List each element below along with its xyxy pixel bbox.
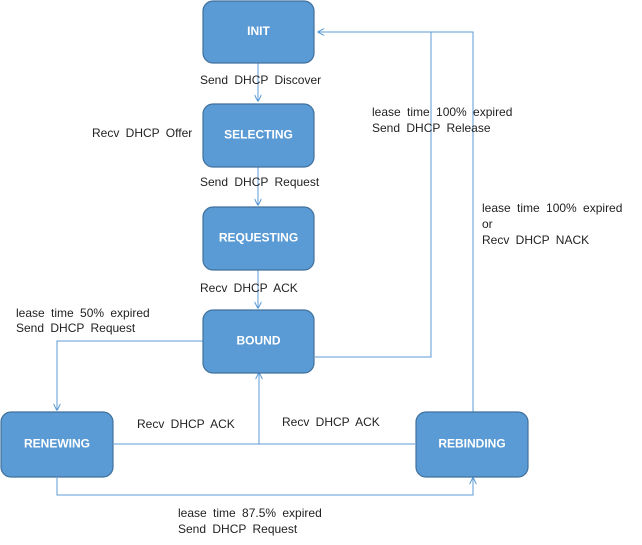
label-bound-to-renewing-line1: lease time 50% expired bbox=[16, 306, 150, 320]
edge-labels: Send DHCP Discover Recv DHCP Offer Send … bbox=[16, 73, 622, 536]
label-rebinding-to-init-line2: or bbox=[482, 217, 493, 231]
edge-renewing-to-rebinding bbox=[56, 478, 473, 496]
state-bound: BOUND bbox=[202, 309, 315, 374]
label-rebinding-to-init-line3: Recv DHCP NACK bbox=[482, 233, 589, 247]
state-init-label: INIT bbox=[247, 24, 270, 38]
label-bound-to-renewing-line2: Send DHCP Request bbox=[16, 321, 136, 335]
state-rebinding: REBINDING bbox=[415, 411, 529, 478]
label-recv-offer: Recv DHCP Offer bbox=[92, 126, 192, 140]
label-rebinding-to-init-line1: lease time 100% expired bbox=[482, 201, 622, 215]
state-renewing-label: RENEWING bbox=[24, 437, 90, 451]
state-requesting-label: REQUESTING bbox=[219, 231, 298, 245]
label-renewing-recv-ack: Recv DHCP ACK bbox=[137, 417, 235, 431]
label-send-discover: Send DHCP Discover bbox=[200, 73, 321, 87]
edge-bound-to-init bbox=[315, 32, 432, 358]
state-selecting: SELECTING bbox=[202, 103, 315, 168]
edges bbox=[56, 31, 474, 496]
label-renewing-to-rebinding-line2: Send DHCP Request bbox=[178, 522, 298, 536]
edge-rebinding-to-init bbox=[431, 31, 474, 412]
state-selecting-label: SELECTING bbox=[224, 128, 293, 142]
nodes: INIT SELECTING REQUESTING BOUND RENEWING… bbox=[0, 0, 529, 478]
label-bound-to-init-line1: lease time 100% expired bbox=[372, 105, 512, 119]
state-init: INIT bbox=[202, 0, 315, 64]
state-rebinding-label: REBINDING bbox=[438, 437, 505, 451]
label-send-request: Send DHCP Request bbox=[200, 175, 320, 189]
state-bound-label: BOUND bbox=[237, 334, 281, 348]
label-bound-to-init-line2: Send DHCP Release bbox=[372, 121, 491, 135]
edge-acks-to-bound bbox=[114, 373, 415, 445]
label-rebinding-recv-ack: Recv DHCP ACK bbox=[282, 415, 380, 429]
label-recv-ack-bound: Recv DHCP ACK bbox=[200, 281, 298, 295]
state-requesting: REQUESTING bbox=[202, 206, 315, 271]
label-renewing-to-rebinding-line1: lease time 87.5% expired bbox=[178, 506, 322, 520]
edge-bound-to-renewing bbox=[57, 340, 203, 410]
state-renewing: RENEWING bbox=[0, 411, 114, 478]
